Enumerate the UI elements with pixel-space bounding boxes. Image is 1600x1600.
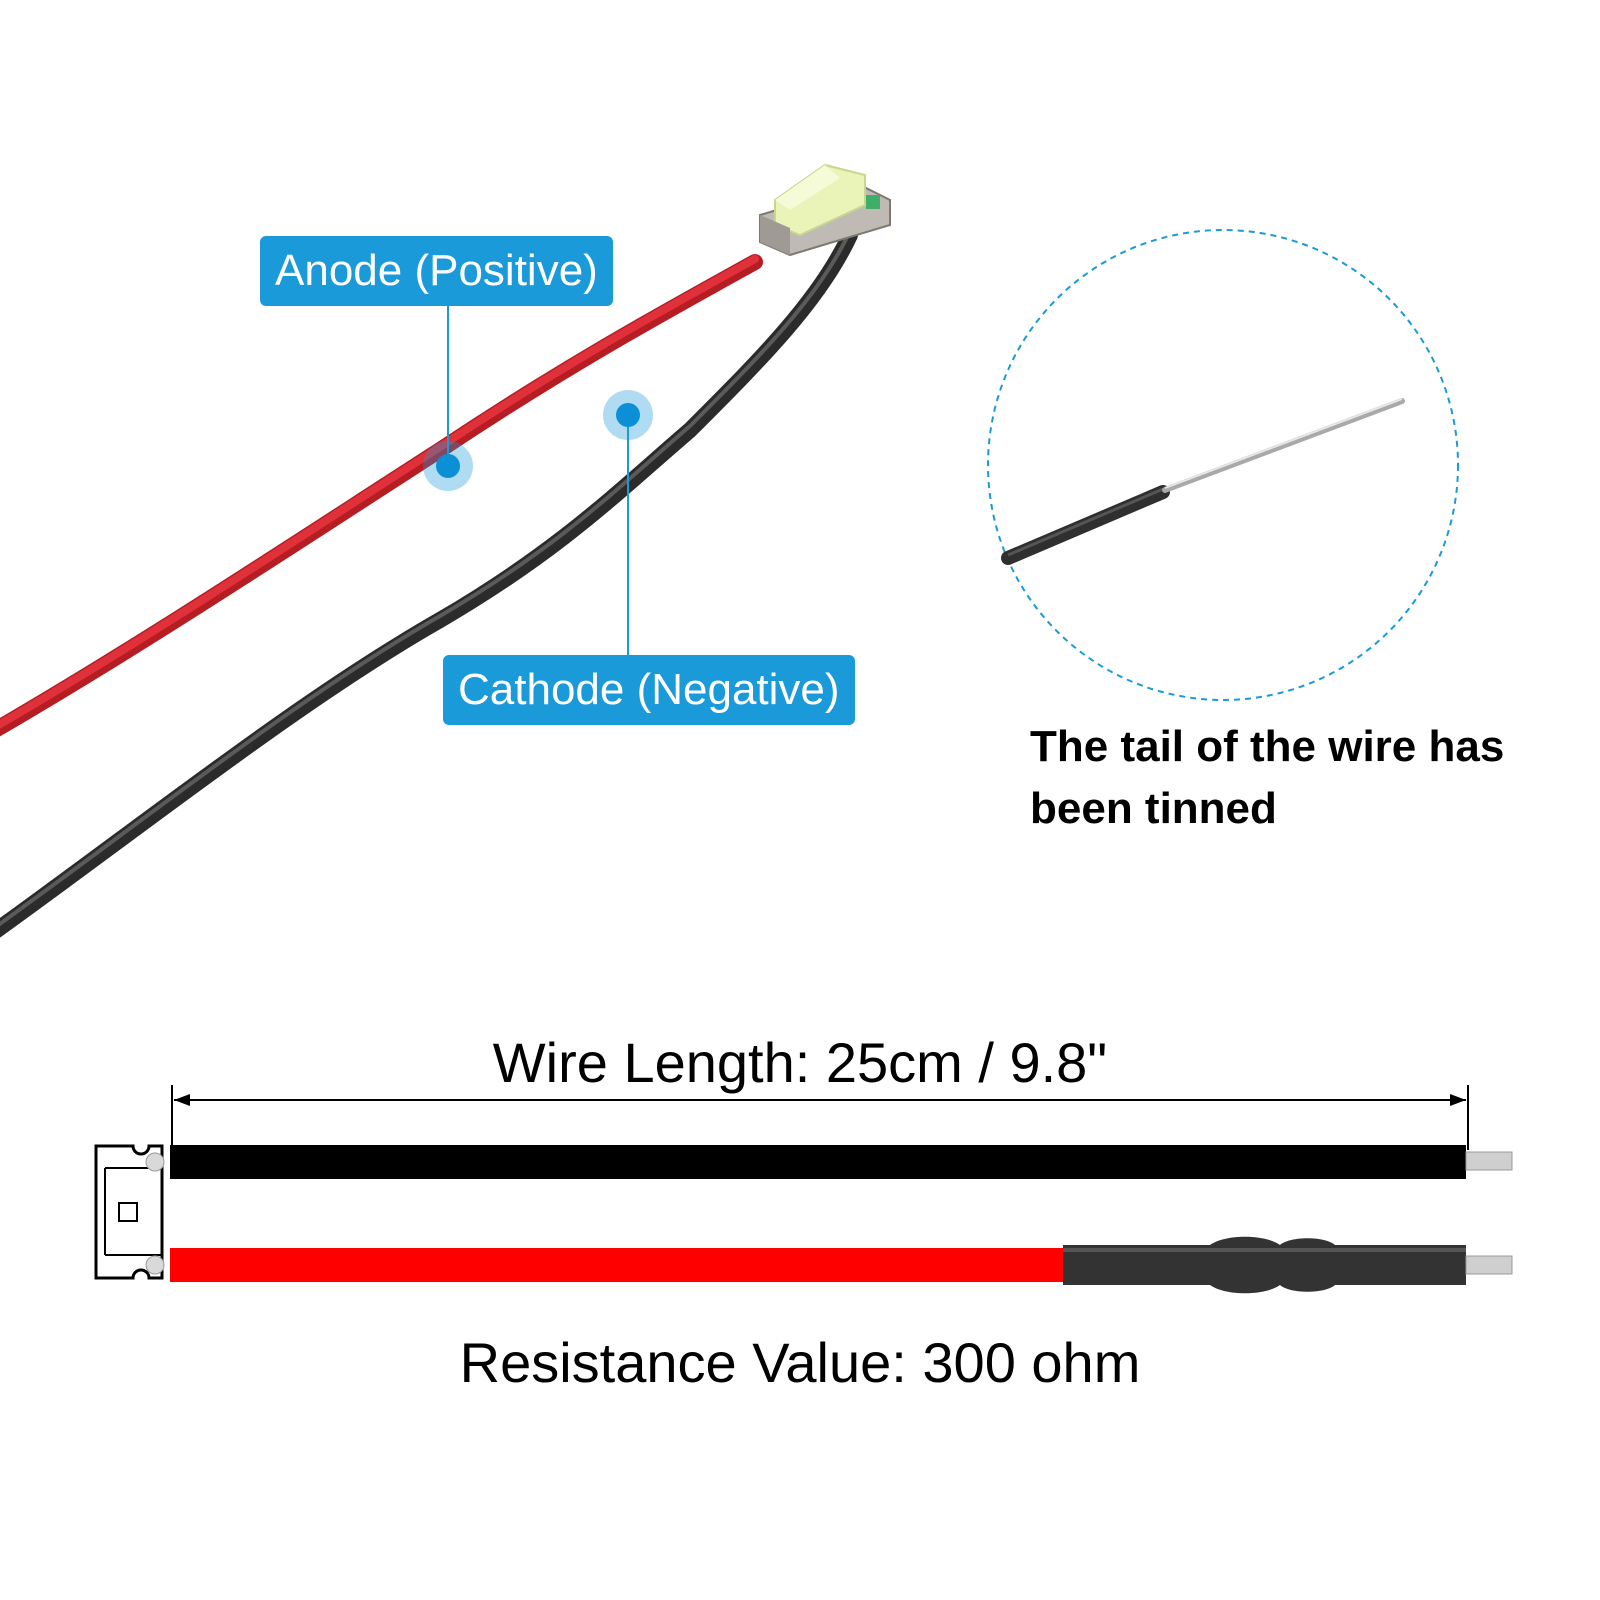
tinned-wire-tail xyxy=(1001,398,1405,565)
anode-label: Anode (Positive) xyxy=(260,236,613,306)
resistance-text: Resistance Value: 300 ohm xyxy=(459,1331,1141,1394)
smd-led xyxy=(759,163,891,257)
wire-length-text: Wire Length: 25cm / 9.8" xyxy=(492,1031,1108,1094)
schematic-black-wire xyxy=(170,1145,1466,1179)
cathode-wire xyxy=(0,227,858,938)
tinned-tail-caption: The tail of the wire has been tinned xyxy=(1030,722,1505,833)
heat-shrink-resistor xyxy=(1063,1236,1466,1294)
tinned-tail-detail-circle xyxy=(987,229,1459,701)
schematic-red-wire xyxy=(170,1248,1065,1282)
led-schematic xyxy=(94,1144,165,1280)
wire-length-dimension xyxy=(171,1085,1469,1150)
cathode-label: Cathode (Negative) xyxy=(443,655,855,725)
